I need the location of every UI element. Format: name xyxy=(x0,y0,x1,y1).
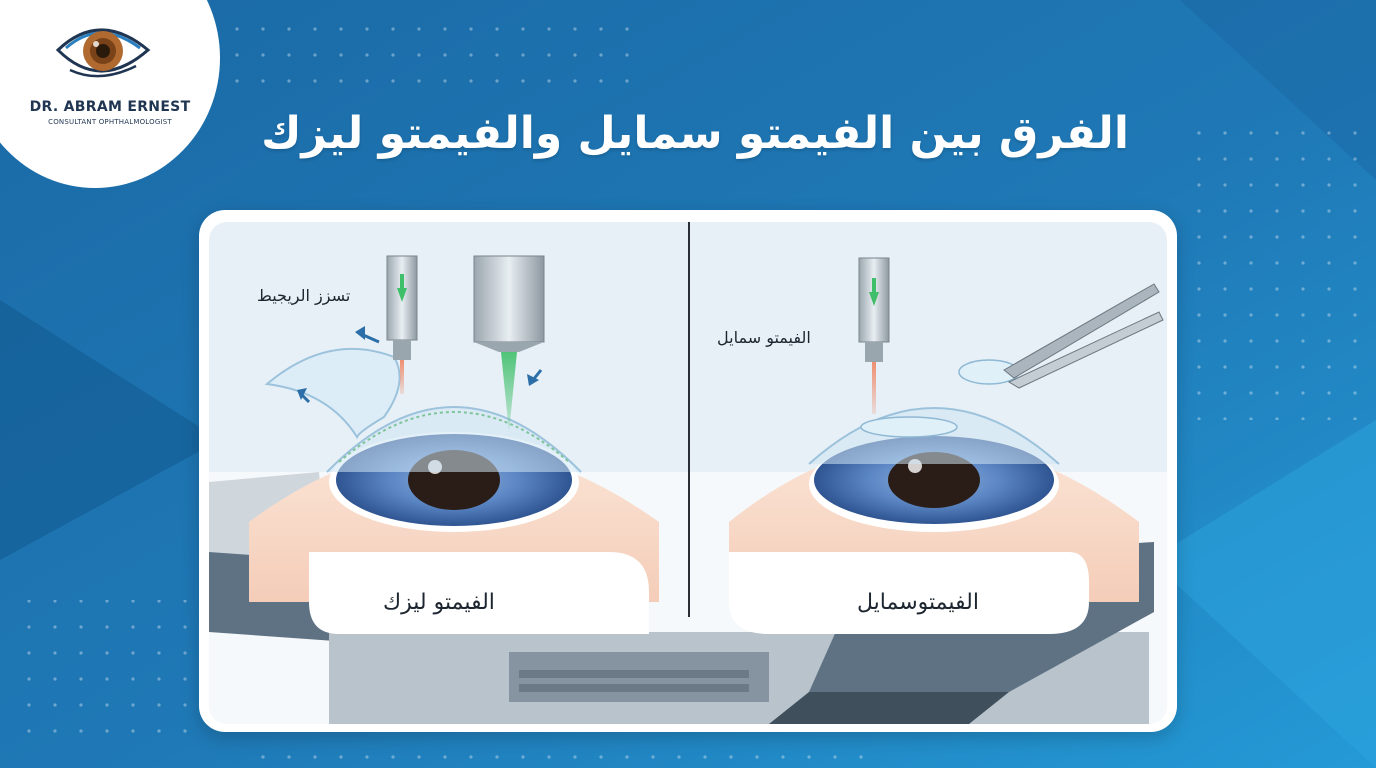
illustration-area: تسزز الريجيط الفيمتو سمايل الفيمتو ليزك … xyxy=(209,222,1167,724)
corneal-flap xyxy=(264,347,401,440)
brand-name: DR. ABRAM ERNEST xyxy=(29,99,191,115)
smile-label: الفيمتوسمايل xyxy=(857,590,979,615)
comparison-illustration xyxy=(209,222,1167,724)
smile-callout-label: الفيمتو سمايل xyxy=(717,328,811,347)
femto-lasik-eye xyxy=(249,406,659,602)
femto-lasik-label: الفيمتو ليزك xyxy=(383,590,495,615)
laser-probe-green xyxy=(473,255,545,432)
eye-icon xyxy=(55,28,151,78)
flap-arrow-icon xyxy=(297,326,380,404)
laser-probe-left xyxy=(386,255,418,394)
forceps-icon xyxy=(1003,283,1164,389)
lasik-callout-label: تسزز الريجيط xyxy=(257,286,351,305)
brand-subtitle: CONSULTANT OPHTHALMOLOGIST xyxy=(48,118,172,126)
label-bubble-left xyxy=(309,552,649,634)
logo-badge xyxy=(0,0,220,188)
label-bubble-right xyxy=(729,552,1089,634)
laser-probe-right xyxy=(858,257,890,414)
page-title: الفرق بين الفيمتو سمايل والفيمتو ليزك xyxy=(261,108,1129,159)
